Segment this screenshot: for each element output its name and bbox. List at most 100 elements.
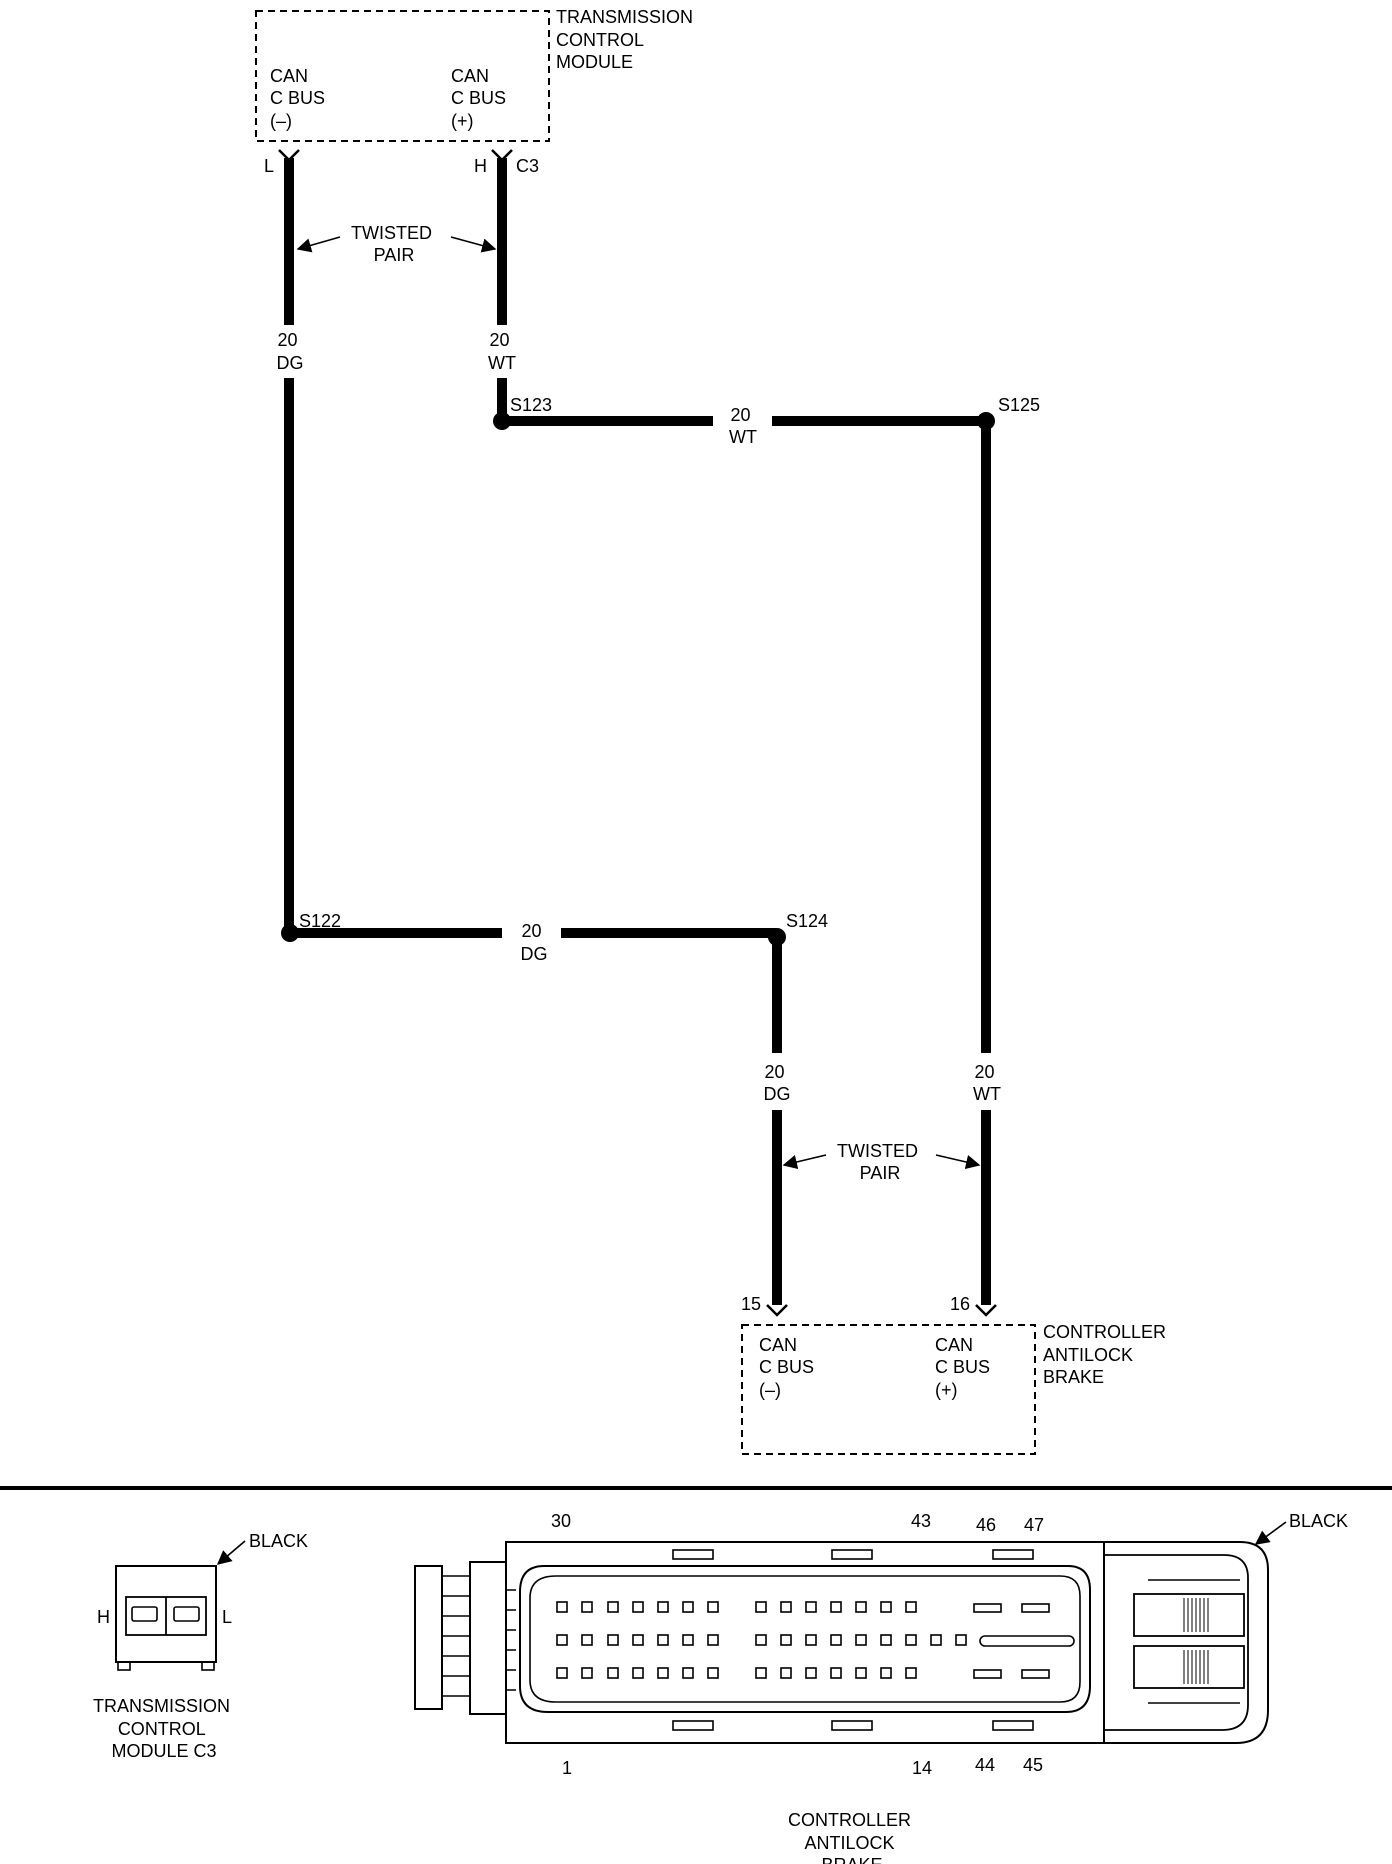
wire-label-tcm-plus: 20 WT: [488, 330, 516, 373]
tcm-pin-H: H: [474, 156, 487, 176]
cab-cavity: [755, 1667, 767, 1679]
tcm-module: TRANSMISSION CONTROL MODULE CAN C BUS (–…: [255, 7, 698, 176]
cab-cavity: [632, 1634, 644, 1646]
cab-connector-lever-grip: [1183, 1598, 1209, 1684]
cab-cavity-44: [973, 1669, 1002, 1679]
cab-cavity-wide-middle: [979, 1635, 1075, 1647]
cab-connector-key-top-3: [992, 1549, 1034, 1560]
cab-terminal-minus: [766, 1304, 788, 1317]
cab-cavity: [755, 1601, 767, 1613]
cab-cavity: [632, 1601, 644, 1613]
cab-connector-view: 30 43 46 47 1 14 44 45 BLACK CONTROLLER …: [414, 1511, 1348, 1864]
tcm-connector-view: H L BLACK TRANSMISSION CONTROL MODULE C3: [93, 1531, 308, 1761]
cab-cavity-47: [1021, 1603, 1050, 1613]
cab-connector-shroud: [519, 1565, 1091, 1713]
cab-title: CONTROLLER ANTILOCK BRAKE: [1043, 1322, 1171, 1387]
cab-cavity: [657, 1601, 669, 1613]
cab-cavity: [855, 1667, 867, 1679]
cab-cavity: [707, 1634, 719, 1646]
cab-cavity: [880, 1601, 892, 1613]
cab-cavity: [607, 1634, 619, 1646]
cab-connector-caption: CONTROLLER ANTILOCK BRAKE: [788, 1810, 916, 1864]
cab-pin-15: 15: [741, 1294, 761, 1314]
cab-cavity: [830, 1634, 842, 1646]
cab-connector-ridge: [506, 1589, 516, 1691]
cab-cavity: [682, 1667, 694, 1679]
tcm-connector-cavity-h: [131, 1606, 158, 1622]
tcm-connector-foot-left: [117, 1661, 131, 1671]
cab-connector-num-14: 14: [912, 1758, 932, 1778]
tcm-connector-pin-l: L: [222, 1607, 232, 1627]
cab-cavity: [707, 1667, 719, 1679]
cab-connector-lever-upper: [1133, 1593, 1245, 1637]
cab-cavity: [755, 1634, 767, 1646]
cab-cavity-45: [1021, 1669, 1050, 1679]
tcm-connector-body: [115, 1565, 217, 1663]
cab-pin-16: 16: [950, 1294, 970, 1314]
cab-cavity: [682, 1634, 694, 1646]
cab-cavity: [905, 1667, 917, 1679]
cab-connector-key-bottom-2: [831, 1720, 873, 1731]
cab-connector-num-45: 45: [1023, 1755, 1043, 1775]
cab-cavity: [830, 1667, 842, 1679]
cab-connector-latch-steps: [442, 1575, 470, 1697]
tcm-module-box: [255, 10, 550, 142]
cab-connector-key-top-1: [672, 1549, 714, 1560]
cab-cavity: [930, 1634, 942, 1646]
cab-cavity: [657, 1667, 669, 1679]
cab-cavity: [607, 1601, 619, 1613]
cab-cavity: [880, 1634, 892, 1646]
cab-cavity: [780, 1667, 792, 1679]
tcm-pin-L: L: [264, 156, 274, 176]
cab-cavity: [556, 1634, 568, 1646]
tcm-pin-plus-label: CAN C BUS (+): [451, 66, 511, 131]
tcm-connector-id: C3: [516, 156, 539, 176]
cab-connector-lever-outline: [1104, 1554, 1249, 1731]
cab-cavity: [955, 1634, 967, 1646]
tcm-connector-cavity-l: [173, 1606, 200, 1622]
splice-s124-dot: [768, 928, 786, 946]
cab-cavity: [780, 1634, 792, 1646]
cab-cavity: [905, 1601, 917, 1613]
cab-cavity: [556, 1601, 568, 1613]
cab-connector-num-43: 43: [911, 1511, 931, 1531]
wire-label-tcm-minus: 20 DG: [277, 330, 304, 373]
cab-cavity: [581, 1667, 593, 1679]
cab-connector-num-44: 44: [975, 1755, 995, 1775]
splice-s122-label: S122: [299, 911, 341, 931]
cab-connector-key-top-2: [831, 1549, 873, 1560]
cab-connector-color-arrow: [1254, 1521, 1287, 1545]
splice-s122-dot: [281, 924, 299, 942]
cab-connector-num-47: 47: [1024, 1515, 1044, 1535]
cab-pin-minus-label: CAN C BUS (–): [759, 1335, 819, 1400]
cab-pin-plus-label: CAN C BUS (+): [935, 1335, 995, 1400]
cab-cavity-46: [973, 1603, 1002, 1613]
wire-label-s124-cab: 20 DG: [764, 1062, 791, 1104]
splice-s125-dot: [977, 412, 995, 430]
splice-s123-label: S123: [510, 395, 552, 415]
cab-cavity: [556, 1667, 568, 1679]
cab-cavity: [657, 1634, 669, 1646]
cab-cavity: [682, 1601, 694, 1613]
cab-cavity: [632, 1667, 644, 1679]
cab-connector-num-1: 1: [562, 1758, 572, 1778]
splice-s123-dot: [493, 412, 511, 430]
cab-connector-flange: [469, 1561, 507, 1715]
cab-connector-key-bottom-1: [672, 1720, 714, 1731]
tcm-connector-color: BLACK: [249, 1531, 308, 1551]
tcm-connector-color-arrow: [216, 1540, 246, 1565]
cab-cavity: [707, 1601, 719, 1613]
tcm-title: TRANSMISSION CONTROL MODULE: [556, 7, 698, 72]
splice-s125-label: S125: [998, 395, 1040, 415]
cab-module: 15 16 CONTROLLER ANTILOCK BRAKE CAN C BU…: [741, 1294, 1171, 1455]
twisted-pair-bottom-arrow-left: [782, 1154, 827, 1170]
cab-terminal-plus: [975, 1304, 997, 1317]
twisted-pair-bottom-label: TWISTED PAIR: [837, 1141, 923, 1183]
wire-label-s125-cab: 20 WT: [973, 1062, 1001, 1104]
cab-cavity: [805, 1634, 817, 1646]
cab-connector-body: [505, 1541, 1269, 1744]
wires: [284, 158, 991, 1305]
twisted-pair-top-arrow-right: [450, 236, 497, 253]
wire-label-s123-s125: 20 WT: [729, 405, 757, 447]
